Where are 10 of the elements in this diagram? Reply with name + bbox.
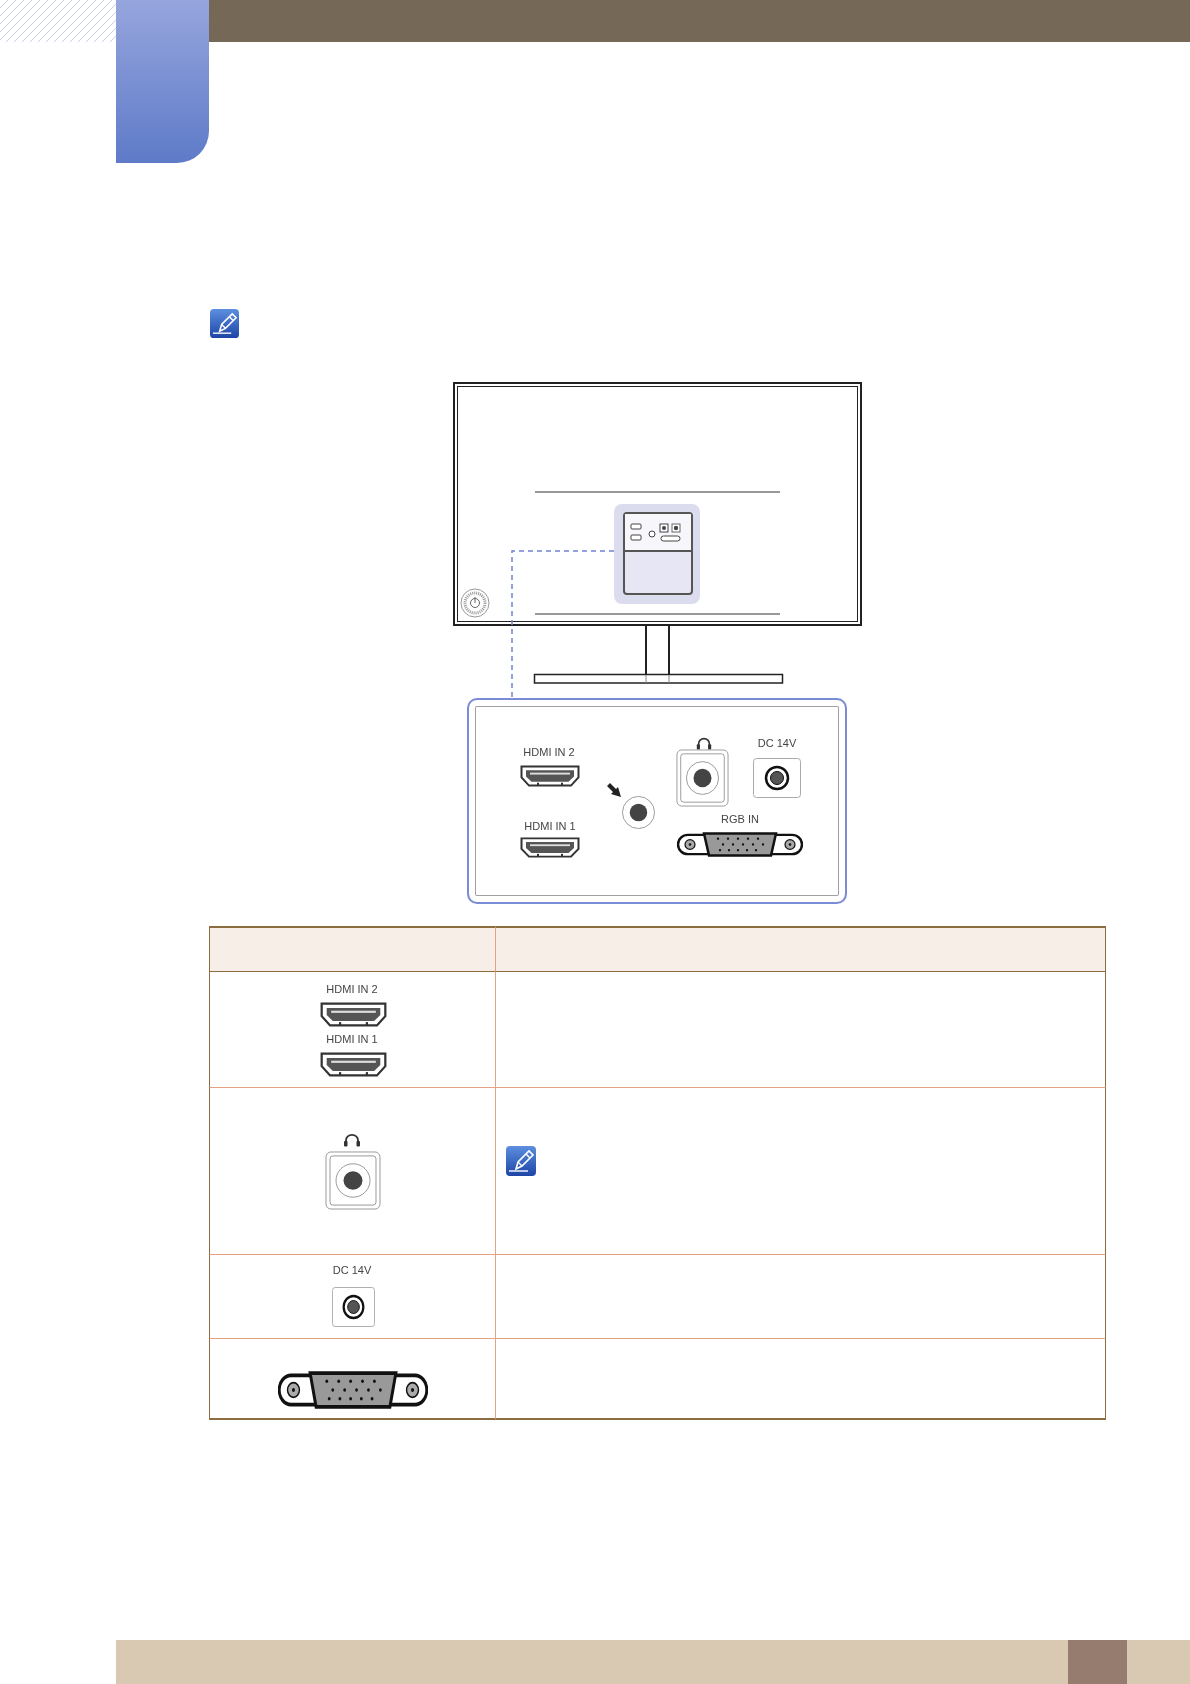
port-label: HDMI IN 2 — [523, 746, 575, 758]
port-label: HDMI IN 2 — [326, 983, 378, 995]
port-panel — [614, 504, 700, 604]
port-label: HDMI IN 1 — [524, 820, 576, 832]
port-label: DC 14V — [757, 737, 797, 749]
port-label: HDMI IN 1 — [326, 1033, 378, 1045]
port-label: RGB IN — [721, 813, 759, 825]
enlarged-port-panel — [467, 698, 847, 904]
port-label: DC 14V — [332, 1264, 372, 1276]
leader-line — [511, 550, 615, 699]
